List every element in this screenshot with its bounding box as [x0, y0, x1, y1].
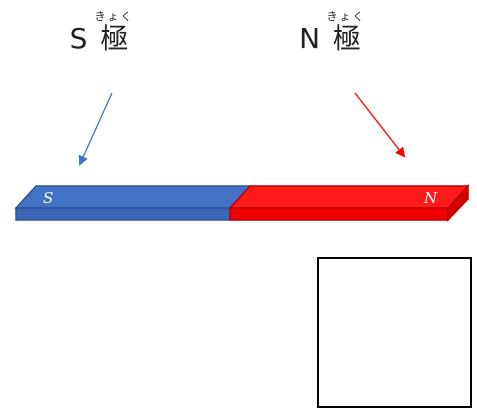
n-pole-label: きょく N 極 — [276, 10, 386, 54]
n-pole-ruby: きょく — [326, 10, 366, 23]
n-pole-text: N 極 — [299, 22, 363, 55]
magnet-n-letter: N — [423, 189, 438, 207]
magnet-s-letter: S — [43, 189, 53, 207]
magnet-n-half — [228, 184, 470, 222]
s-pole-arrow — [78, 92, 113, 166]
s-pole-label: きょく S 極 — [45, 10, 155, 54]
answer-box[interactable] — [317, 257, 472, 408]
n-pole-arrow — [354, 92, 406, 158]
s-pole-text: S 極 — [69, 22, 131, 55]
s-pole-ruby: きょく — [94, 10, 134, 23]
